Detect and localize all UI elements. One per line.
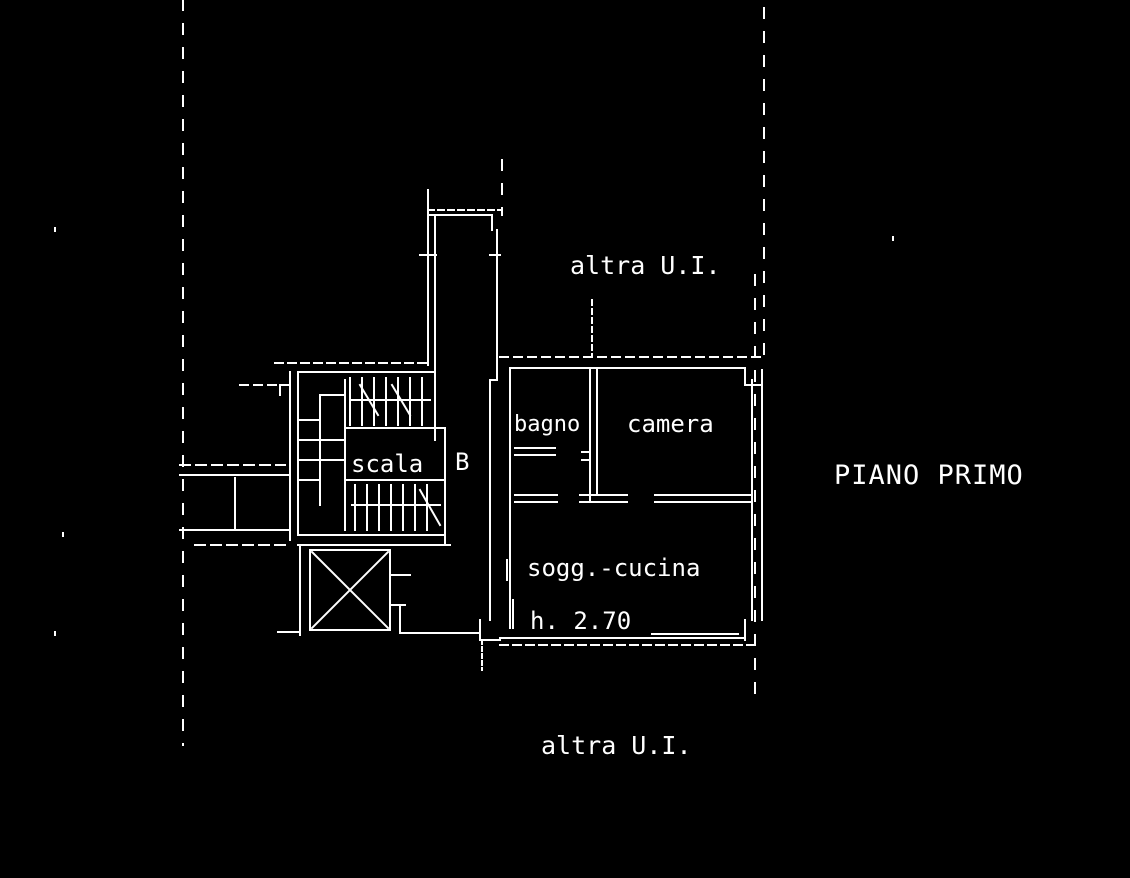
apartment-walls bbox=[489, 229, 763, 646]
lift-box bbox=[277, 544, 501, 671]
stair-marker-label: B bbox=[455, 448, 470, 476]
floor-level-label: PIANO PRIMO bbox=[834, 460, 1024, 491]
living-kitchen-label: sogg.-cucina bbox=[527, 554, 701, 582]
bedroom-label: camera bbox=[627, 410, 714, 438]
entry-passage bbox=[179, 464, 291, 546]
neighbor-unit-top-label: altra U.I. bbox=[570, 251, 721, 280]
bathroom-label: bagno bbox=[514, 412, 581, 437]
stray-marks bbox=[54, 227, 894, 636]
ceiling-height-label: h. 2.70 bbox=[530, 607, 632, 635]
lot-boundaries bbox=[182, 0, 765, 746]
stair-block bbox=[239, 362, 451, 546]
shaft-walls bbox=[419, 189, 501, 441]
stair-label: scala bbox=[351, 450, 424, 478]
partitions bbox=[506, 299, 753, 581]
neighbor-unit-bottom-label: altra U.I. bbox=[541, 731, 692, 760]
